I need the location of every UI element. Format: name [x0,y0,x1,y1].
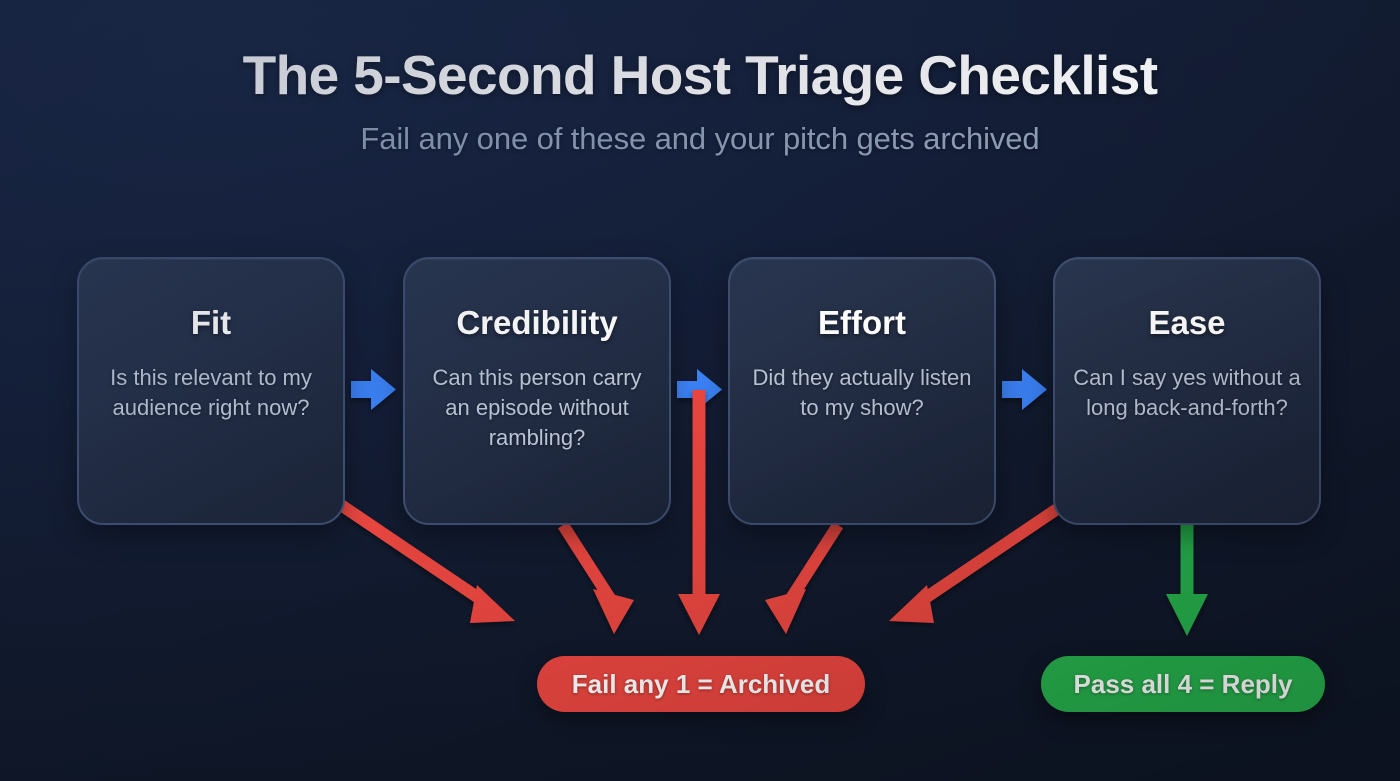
page-title: The 5-Second Host Triage Checklist [242,44,1158,106]
criterion-title: Fit [190,304,232,341]
criterion-card-credibility[interactable]: Credibility Can this person carry an epi… [403,257,671,525]
outcome-badge-fail[interactable]: Fail any 1 = Archived [537,656,865,712]
flow-arrow-effort-to-ease [1002,369,1047,410]
criterion-description: Is this relevant to my audience right no… [110,365,312,421]
criterion-card-effort[interactable]: Effort Did they actually listen to my sh… [728,257,996,525]
criterion-title: Credibility [456,304,618,341]
criterion-title: Effort [818,304,906,341]
outcome-badge-pass[interactable]: Pass all 4 = Reply [1041,656,1325,712]
fail-arrow-junction [678,390,720,635]
flow-arrow-credibility-to-effort [677,369,722,410]
flow-arrow-fit-to-credibility [351,369,396,410]
criterion-title: Ease [1148,304,1226,341]
fail-arrow-credibility [557,521,634,634]
pass-arrow-ease [1166,525,1208,636]
page-subtitle: Fail any one of these and your pitch get… [360,121,1040,157]
criterion-description: Can I say yes without a long back-and-fo… [1073,365,1301,421]
criterion-description: Did they actually listen to my show? [752,365,972,421]
criterion-description: Can this person carry an episode without… [432,365,642,451]
fail-arrow-effort [765,521,844,634]
header: The 5-Second Host Triage Checklist Fail … [0,44,1400,157]
criterion-card-fit[interactable]: Fit Is this relevant to my audience righ… [77,257,345,525]
criterion-card-ease[interactable]: Ease Can I say yes without a long back-a… [1053,257,1321,525]
